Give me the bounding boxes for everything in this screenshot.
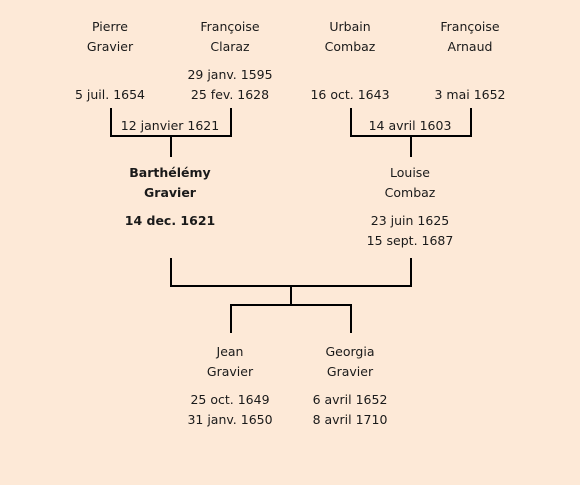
person-francoise-arnaud[interactable]: Françoise Arnaud 3 mai 1652 [395, 17, 545, 105]
person-first-name: Jean [216, 344, 244, 359]
person-last-name: Combaz [384, 185, 436, 200]
person-first-name: Louise [390, 165, 430, 180]
person-death-date: 15 sept. 1687 [366, 233, 454, 248]
person-louise-combaz[interactable]: Louise Combaz 23 juin 1625 15 sept. 1687 [335, 163, 485, 251]
person-first-name: Pierre [92, 19, 128, 34]
person-death-date: 25 fev. 1628 [190, 87, 270, 102]
person-francoise-claraz[interactable]: Françoise Claraz 29 janv. 1595 25 fev. 1… [155, 17, 305, 105]
person-first-name: Françoise [200, 19, 260, 34]
person-first-name: Barthélémy [129, 165, 211, 180]
person-death-date: 8 avril 1710 [312, 412, 388, 427]
person-death-date: 16 oct. 1643 [310, 87, 390, 102]
person-last-name: Combaz [324, 39, 376, 54]
person-first-name: Françoise [440, 19, 500, 34]
person-last-name: Gravier [206, 364, 254, 379]
person-barthelemy-gravier[interactable]: Barthélémy Gravier 14 dec. 1621 [95, 163, 245, 231]
person-jean-gravier[interactable]: Jean Gravier 25 oct. 1649 31 janv. 1650 [155, 342, 305, 430]
person-birth-date: 25 oct. 1649 [190, 392, 270, 407]
person-first-name: Urbain [329, 19, 371, 34]
person-birth-date: 23 juin 1625 [370, 213, 450, 228]
person-pierre-gravier[interactable]: Pierre Gravier 5 juil. 1654 [35, 17, 185, 105]
person-last-name: Gravier [144, 185, 196, 200]
person-last-name: Gravier [326, 364, 374, 379]
person-last-name: Claraz [210, 39, 250, 54]
person-birth-date: 14 dec. 1621 [124, 213, 216, 228]
marriage-date-maternal: 14 avril 1603 [368, 118, 452, 133]
person-death-date: 31 janv. 1650 [187, 412, 273, 427]
person-first-name: Georgia [325, 344, 375, 359]
person-death-date: 5 juil. 1654 [74, 87, 146, 102]
person-birth-date: 29 janv. 1595 [187, 67, 273, 82]
marriage-date-paternal: 12 janvier 1621 [120, 118, 220, 133]
person-urbain-combaz[interactable]: Urbain Combaz 16 oct. 1643 [275, 17, 425, 105]
person-birth-date [395, 65, 545, 85]
person-last-name: Gravier [86, 39, 134, 54]
person-birth-date: 6 avril 1652 [312, 392, 388, 407]
person-georgia-gravier[interactable]: Georgia Gravier 6 avril 1652 8 avril 171… [275, 342, 425, 430]
person-last-name: Arnaud [447, 39, 493, 54]
person-death-date: 3 mai 1652 [434, 87, 506, 102]
